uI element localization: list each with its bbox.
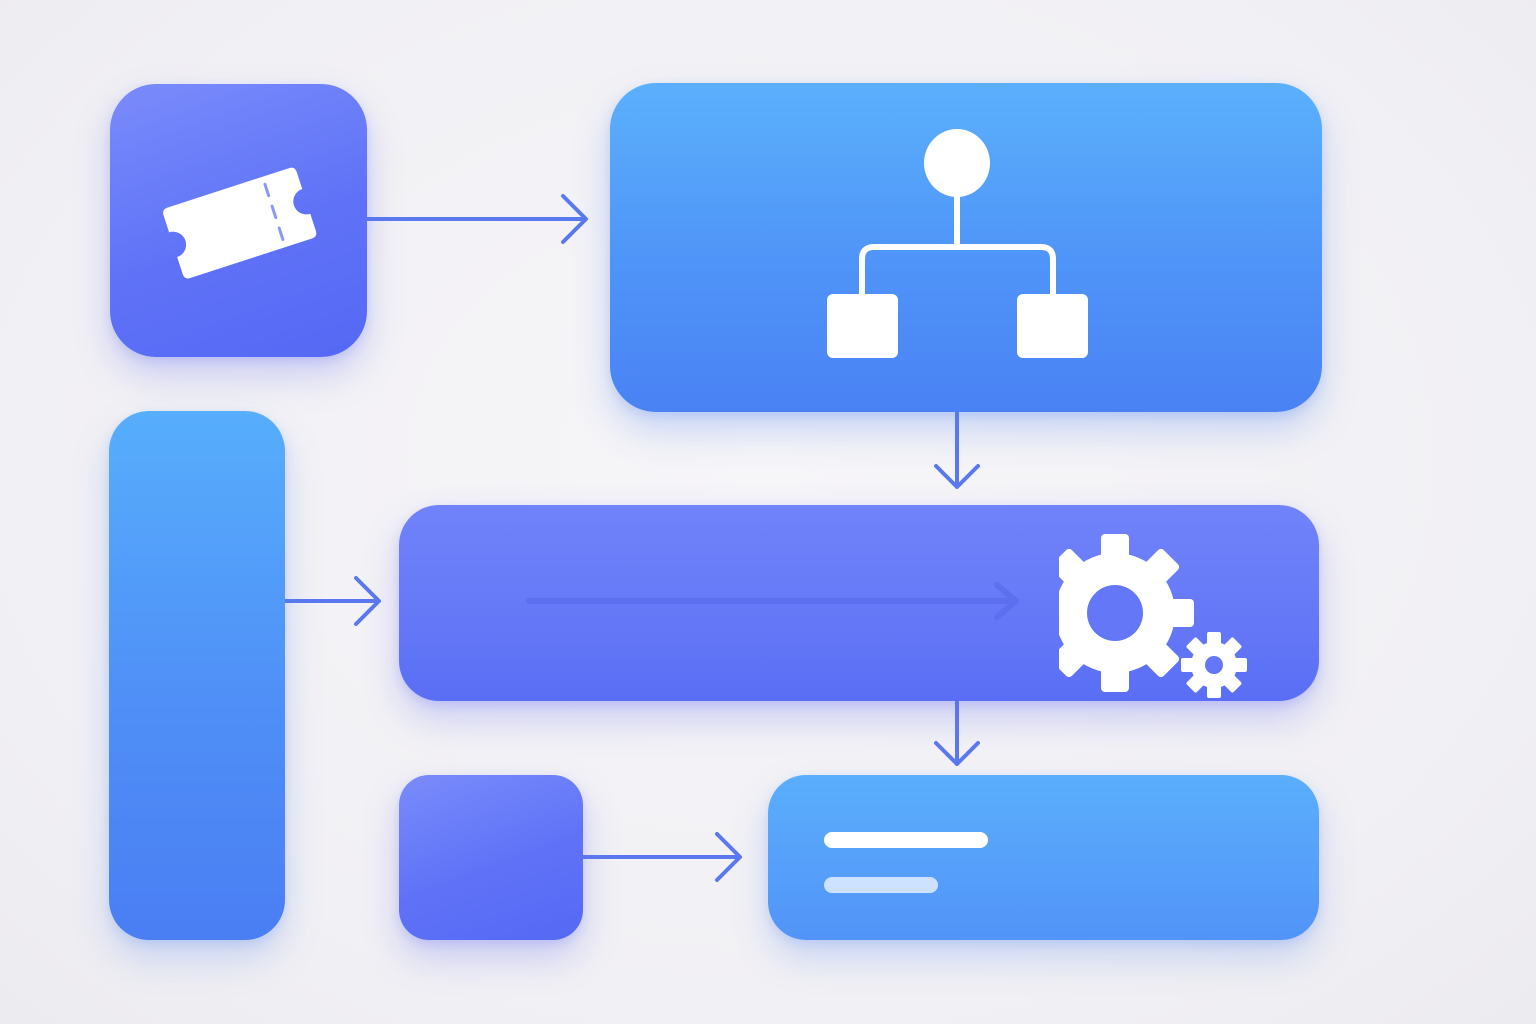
arrow-small-to-output (581, 832, 742, 882)
arrow-process-to-output (934, 698, 980, 766)
process-bar[interactable] (399, 505, 1319, 701)
arrow-hierarchy-to-process (934, 409, 980, 489)
arrow-column-to-process (283, 576, 381, 626)
ticket-icon (163, 167, 317, 279)
inner-arrow-icon (526, 582, 1019, 620)
ticket-box[interactable] (110, 84, 367, 357)
hierarchy-box[interactable] (610, 83, 1322, 412)
output-box[interactable] (768, 775, 1319, 940)
source-column[interactable] (109, 411, 285, 940)
small-input-box[interactable] (399, 775, 583, 940)
arrow-ticket-to-hierarchy (364, 194, 588, 244)
gears-icon (1059, 534, 1247, 698)
hierarchy-icon (827, 129, 1088, 358)
text-lines-icon (824, 832, 988, 893)
